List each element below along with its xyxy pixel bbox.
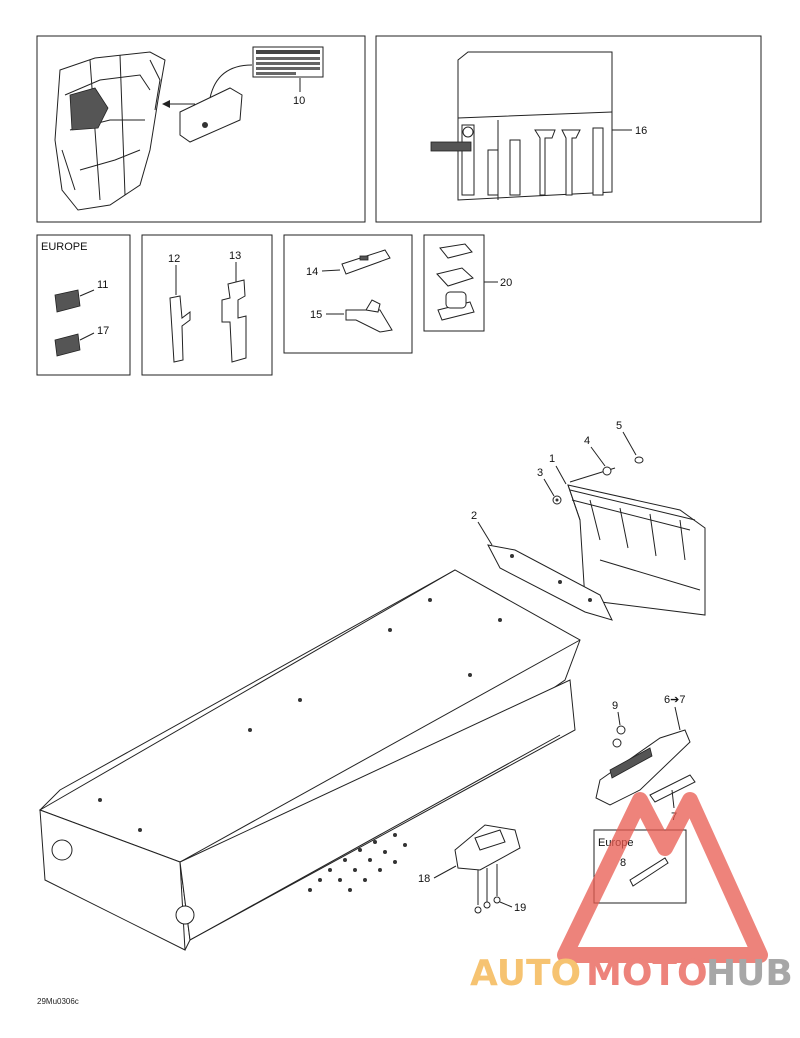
figure-code: 29Mu0306c — [37, 997, 79, 1006]
decal-label-10 — [252, 46, 324, 78]
automotohub-watermark: AUTO MOTO HUB — [470, 792, 793, 994]
callout-10: 10 — [293, 95, 305, 107]
callout-1: 1 — [549, 453, 555, 465]
decal-11: 11 — [54, 279, 108, 313]
panel-tool-kit: 16 — [375, 35, 762, 223]
bracket-15 — [345, 299, 393, 333]
decal-17: 17 — [54, 325, 109, 357]
panel-europe-decals: EUROPE 11 17 — [36, 234, 131, 376]
callout-13: 13 — [229, 250, 241, 262]
wrench-set — [430, 120, 604, 200]
watermark-moto: MOTO — [586, 953, 708, 994]
tunnel-holes — [98, 598, 502, 892]
callout-11: 11 — [97, 279, 108, 291]
watermark-hub: HUB — [706, 953, 793, 994]
callout-15: 15 — [310, 309, 322, 321]
callout-12: 12 — [168, 253, 180, 265]
callout-19: 19 — [514, 902, 526, 914]
plate-14 — [341, 249, 391, 275]
callout-9: 9 — [612, 700, 618, 712]
callout-20: 20 — [500, 277, 512, 289]
callout-16: 16 — [635, 125, 647, 137]
watermark-auto: AUTO — [470, 953, 581, 994]
footrest-assembly: 18 19 — [418, 824, 526, 914]
hood-illustration — [54, 51, 166, 211]
callout-8: 8 — [620, 857, 626, 869]
panel-small-parts: 14 15 — [283, 234, 413, 354]
mount-parts — [436, 243, 475, 321]
tunnel — [38, 569, 581, 951]
flap-bracket-2 — [487, 544, 613, 621]
decal-plate — [179, 87, 243, 143]
callout-4: 4 — [584, 435, 590, 447]
callout-18: 18 — [418, 873, 430, 885]
panel-brackets: 12 13 — [141, 234, 273, 376]
callout-2: 2 — [471, 510, 477, 522]
panel-hood-decal: 10 — [36, 35, 366, 223]
callout-5: 5 — [616, 420, 622, 432]
callout-3: 3 — [537, 467, 543, 479]
bracket-13 — [221, 279, 247, 363]
panel-mount-20: 20 — [423, 234, 512, 332]
callout-14: 14 — [306, 266, 318, 278]
bracket-12 — [169, 295, 191, 363]
fasteners — [552, 456, 644, 505]
snow-flap — [567, 484, 706, 616]
rear-flap-assembly: 1 2 3 4 5 — [471, 420, 706, 621]
callout-17: 17 — [97, 325, 109, 337]
europe-box-title: EUROPE — [41, 241, 87, 253]
callout-6-7: 6➔7 — [664, 694, 685, 706]
